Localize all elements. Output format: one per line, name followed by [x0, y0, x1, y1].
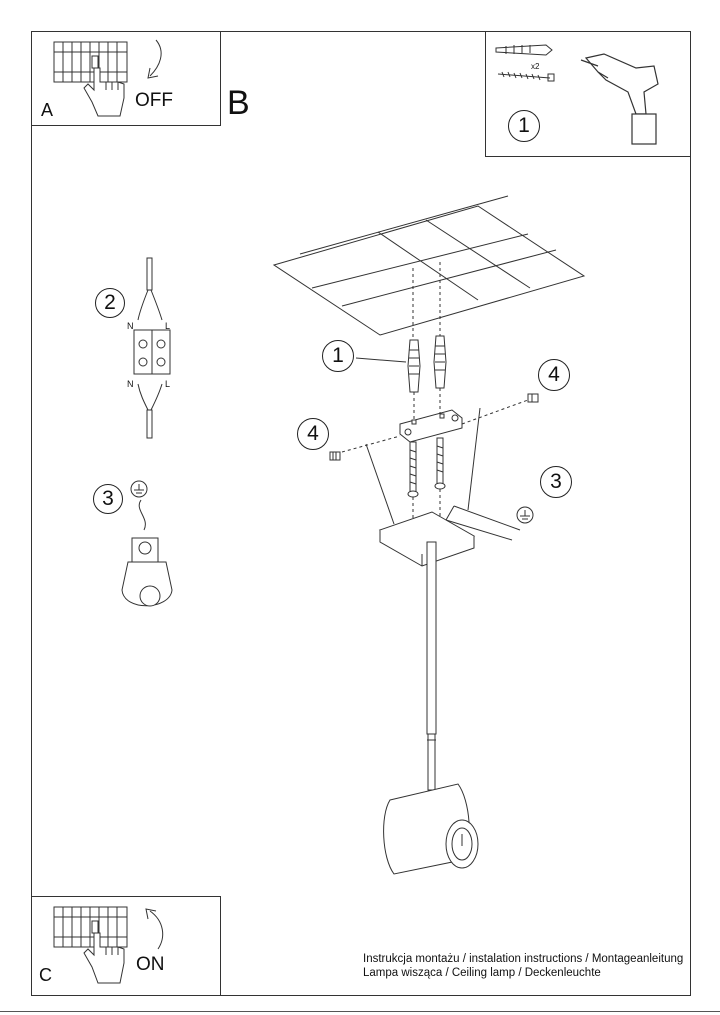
screw-right-icon: [527, 393, 539, 403]
circuit-breaker-icon: [53, 39, 162, 117]
arrow-down-icon: [147, 39, 162, 79]
hand-icon: [83, 67, 125, 117]
screw-left-icon: [329, 451, 341, 461]
drill-icon: [580, 53, 659, 145]
wall-plug-left: [407, 339, 421, 393]
panel-a-action: OFF: [135, 90, 173, 111]
screw-icon: [497, 71, 555, 82]
hand-on-icon: [83, 932, 125, 984]
circuit-breaker-on-icon: [53, 906, 164, 984]
ground-wire: [445, 505, 521, 541]
tools-illustration: [495, 44, 659, 145]
instructions-caption-line-2: Lampa wisząca / Ceiling lamp / Deckenleu…: [363, 967, 601, 979]
terminal-n-bottom: N: [127, 379, 134, 389]
dowel-quantity: x2: [531, 62, 540, 71]
tools-step-number: 1: [508, 110, 540, 142]
panel-c-action: ON: [136, 954, 165, 975]
wall-plug-right: [433, 335, 447, 389]
screw-long-left: [407, 441, 419, 498]
panel-b-letter: B: [227, 84, 250, 122]
ground-symbol-main-icon: [516, 506, 534, 524]
ceiling-plate: [272, 195, 586, 336]
wiring-step-number: 2: [95, 288, 125, 318]
instructions-caption-line-1: Instrukcja montażu / instalation instruc…: [363, 953, 684, 965]
panel-c-letter: C: [39, 965, 52, 985]
panel-c-power-on: C ON: [31, 896, 221, 996]
page-frame: [31, 31, 691, 996]
terminal-n-top: N: [127, 321, 134, 331]
ground-step-number: 3: [93, 484, 123, 514]
spotlight-body: [383, 783, 479, 875]
callout-ground-number: 3: [540, 466, 572, 498]
page-bottom-divider: [0, 1011, 720, 1012]
callout-dowel-number: 1: [322, 340, 354, 372]
tools-panel: x2 1: [485, 31, 691, 157]
wall-plug-icon: [495, 44, 553, 56]
terminal-l-bottom: L: [165, 379, 171, 389]
panel-a-letter: A: [41, 100, 54, 120]
panel-a-power-off: A OFF: [31, 31, 221, 126]
callout-screw-right-number: 4: [538, 359, 570, 391]
arrow-up-icon: [145, 908, 164, 950]
terminal-l-top: L: [165, 321, 171, 331]
lamp-rod: [426, 541, 437, 791]
screw-long-right: [434, 437, 446, 490]
mounting-bracket: [399, 409, 463, 443]
callout-screw-left-number: 4: [297, 418, 329, 450]
